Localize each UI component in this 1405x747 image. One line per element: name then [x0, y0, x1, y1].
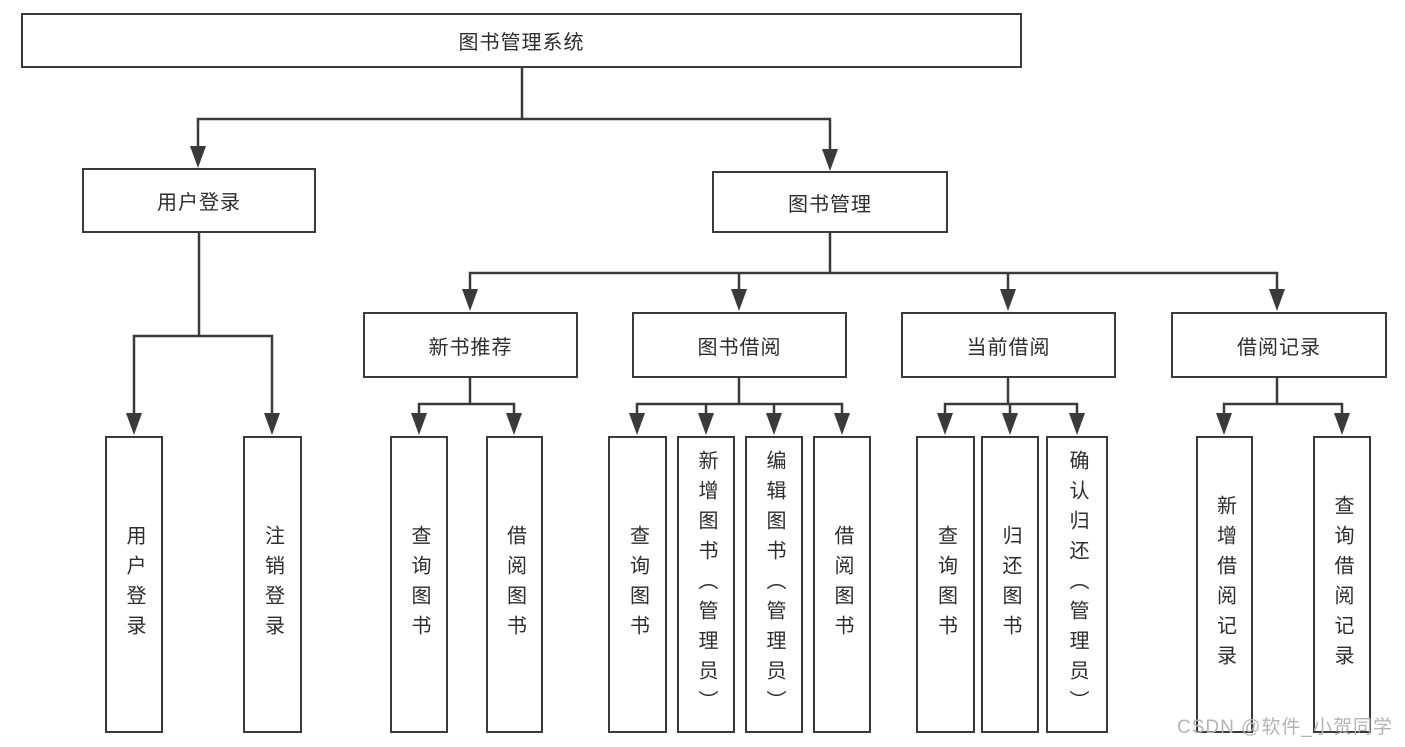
edge-recommend-children [417, 376, 516, 419]
leaf-borrow-add-book: 新增图书（管理员） [677, 436, 735, 733]
edge-root-to-level2 [196, 66, 832, 155]
leaf-current-return-book-label: 归还图书 [999, 524, 1021, 645]
node-root: 图书管理系统 [21, 13, 1022, 68]
leaf-borrow-query-book-label: 查询图书 [626, 524, 649, 645]
node-current-borrow-label: 当前借阅 [966, 336, 1051, 359]
leaf-recommend-query-book: 查询图书 [390, 436, 448, 733]
leaf-logout: 注销登录 [243, 436, 302, 733]
leaf-current-return-book: 归还图书 [981, 436, 1039, 733]
node-borrow-record-label: 借阅记录 [1237, 336, 1321, 359]
watermark: CSDN @软件_小贺同学 [1177, 717, 1393, 738]
leaf-recommend-borrow-book: 借阅图书 [486, 436, 543, 733]
leaf-user-login-label: 用户登录 [123, 524, 145, 645]
edge-user-login-children [132, 231, 274, 419]
leaf-recommend-borrow-book-label: 借阅图书 [503, 524, 526, 645]
leaf-borrow-edit-book-label: 编辑图书（管理员） [763, 449, 785, 720]
node-new-book-recommend: 新书推荐 [363, 312, 578, 378]
leaf-recommend-query-book-label: 查询图书 [408, 524, 430, 645]
node-borrow-record: 借阅记录 [1171, 312, 1387, 378]
leaf-current-confirm-return: 确认归还（管理员） [1046, 436, 1108, 733]
node-user-login: 用户登录 [82, 168, 316, 233]
node-book-borrow: 图书借阅 [632, 312, 847, 378]
node-book-borrow-label: 图书借阅 [697, 336, 782, 359]
edge-record-children [1222, 376, 1344, 419]
leaf-logout-label: 注销登录 [261, 524, 284, 645]
leaf-record-query: 查询借阅记录 [1313, 436, 1371, 733]
leaf-borrow-borrow-book: 借阅图书 [813, 436, 871, 733]
leaf-record-add-label: 新增借阅记录 [1213, 494, 1236, 675]
node-book-management: 图书管理 [712, 171, 948, 233]
leaf-current-query-book-label: 查询图书 [934, 524, 957, 645]
leaf-record-query-label: 查询借阅记录 [1331, 494, 1353, 675]
node-user-login-label: 用户登录 [157, 192, 241, 214]
edge-borrow-children [635, 376, 844, 419]
leaf-user-login: 用户登录 [105, 436, 163, 733]
leaf-borrow-borrow-book-label: 借阅图书 [831, 524, 853, 645]
leaf-borrow-query-book: 查询图书 [608, 436, 667, 733]
node-root-label: 图书管理系统 [458, 32, 585, 54]
edge-book-mgmt-to-level3 [468, 231, 1279, 295]
node-current-borrow: 当前借阅 [901, 312, 1116, 378]
leaf-borrow-add-book-label: 新增图书（管理员） [695, 449, 717, 720]
leaf-borrow-edit-book: 编辑图书（管理员） [745, 436, 803, 733]
leaf-record-add: 新增借阅记录 [1196, 436, 1253, 733]
leaf-current-confirm-return-label: 确认归还（管理员） [1066, 449, 1088, 720]
leaf-current-query-book: 查询图书 [916, 436, 975, 733]
edge-current-children [943, 376, 1079, 419]
node-new-book-recommend-label: 新书推荐 [428, 336, 513, 359]
node-book-management-label: 图书管理 [788, 193, 872, 216]
